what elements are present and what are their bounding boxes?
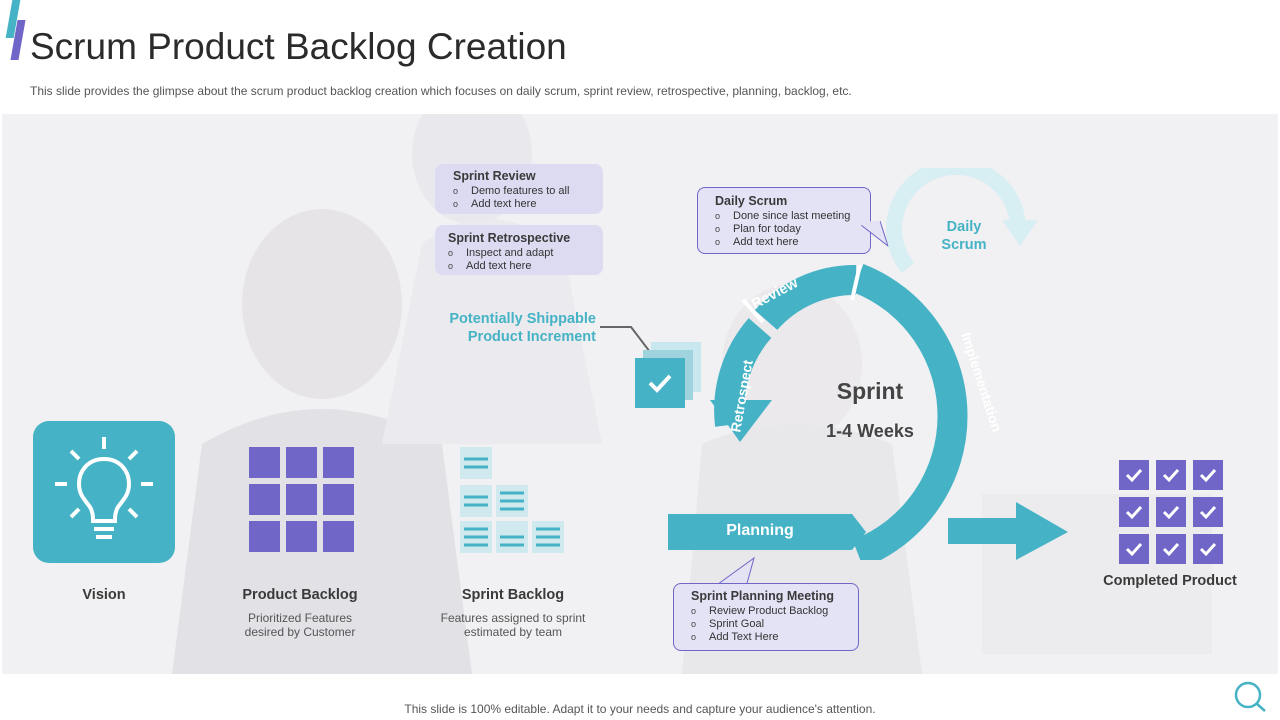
checkmark-icon	[1193, 460, 1223, 490]
sprint-label: Sprint	[836, 378, 904, 404]
checkmark-icon	[1156, 497, 1186, 527]
checkmark-icon	[1193, 534, 1223, 564]
vision-tile	[33, 421, 175, 563]
checkmark-icon	[1156, 460, 1186, 490]
sprint-retrospective-item: Add text here	[448, 260, 603, 273]
grid-icon	[249, 447, 354, 552]
sprint-duration: 1-4 Weeks	[826, 421, 914, 441]
product-backlog-desc-line2: desired by Customer	[244, 625, 356, 639]
increment-label: Potentially Shippable Product Increment	[430, 310, 596, 346]
checkmark-icon	[1156, 534, 1186, 564]
sprint-review-title: Sprint Review	[453, 169, 536, 183]
increment-connector	[600, 326, 651, 353]
checkmark-icon	[1193, 497, 1223, 527]
product-backlog-desc: Prioritized Features desired by Customer	[220, 611, 380, 639]
daily-scrum-item: Add text here	[715, 236, 870, 249]
sprint-cycle-ring	[710, 264, 968, 560]
product-backlog-label: Product Backlog	[242, 587, 358, 603]
page-subtitle: This slide provides the glimpse about th…	[30, 84, 852, 98]
daily-scrum-arrow-label: Daily Scrum	[924, 218, 1004, 254]
sprint-backlog-label: Sprint Backlog	[461, 587, 565, 603]
sprint-retrospective-title: Sprint Retrospective	[448, 231, 571, 245]
daily-scrum-loop-arrow	[886, 168, 1038, 274]
checkmark-icon	[1119, 460, 1149, 490]
sprint-backlog-desc-line1: Features assigned to sprint	[440, 611, 586, 625]
daily-scrum-bubble: Daily Scrum Done since last meeting Plan…	[697, 187, 871, 254]
planning-meeting-item: Review Product Backlog	[691, 605, 858, 618]
vision-label: Vision	[82, 587, 126, 603]
page-title: Scrum Product Backlog Creation	[30, 26, 567, 67]
increment-label-line2: Product Increment	[467, 329, 596, 345]
daily-scrum-item: Plan for today	[715, 223, 870, 236]
product-backlog-desc-line1: Prioritized Features	[247, 611, 353, 625]
backlog-icon	[460, 447, 564, 553]
sprint-review-bubble: Sprint Review Demo features to all Add t…	[435, 164, 603, 214]
footer-note: This slide is 100% editable. Adapt it to…	[404, 702, 876, 716]
planning-arrow	[668, 502, 1068, 560]
daily-scrum-arrow-label-line2: Scrum	[941, 237, 987, 253]
daily-scrum-arrow-label-line1: Daily	[946, 219, 982, 235]
planning-meeting-title: Sprint Planning Meeting	[691, 589, 835, 603]
checkmark-icon	[648, 374, 672, 393]
daily-scrum-bubble-tail	[860, 220, 889, 248]
planning-meeting-item: Add Text Here	[691, 631, 858, 644]
increment-checkbox	[635, 358, 685, 408]
completed-checks-grid	[1119, 460, 1223, 564]
checkmark-icon	[1119, 497, 1149, 527]
planning-meeting-item: Sprint Goal	[691, 618, 858, 631]
logo-icon	[1234, 681, 1266, 712]
lightbulb-icon	[55, 437, 153, 539]
sprint-review-item: Demo features to all	[453, 185, 603, 198]
completed-product-label: Completed Product	[1103, 573, 1237, 589]
sprint-backlog-desc: Features assigned to sprint estimated by…	[420, 611, 606, 639]
planning-label: Planning	[726, 522, 794, 539]
daily-scrum-item: Done since last meeting	[715, 210, 870, 223]
sprint-retrospective-item: Inspect and adapt	[448, 247, 603, 260]
sprint-retrospective-bubble: Sprint Retrospective Inspect and adapt A…	[435, 225, 603, 275]
planning-meeting-bubble-tail	[713, 556, 755, 588]
sprint-review-item: Add text here	[453, 198, 603, 211]
sprint-backlog-desc-line2: estimated by team	[463, 625, 563, 639]
increment-label-line1: Potentially Shippable	[449, 311, 596, 327]
planning-meeting-bubble: Sprint Planning Meeting Review Product B…	[673, 583, 859, 651]
checkmark-icon	[1119, 534, 1149, 564]
daily-scrum-title: Daily Scrum	[715, 194, 788, 208]
